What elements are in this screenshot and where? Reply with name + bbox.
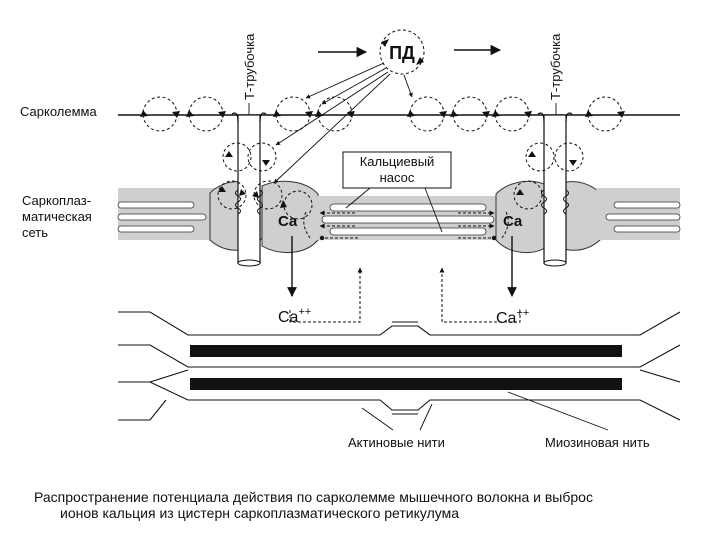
pump-dots [319, 235, 497, 241]
sr-label-3: сеть [22, 225, 48, 240]
sarcoplasmic-reticulum [117, 180, 681, 254]
pump-leader-1 [345, 187, 371, 209]
myosin-label: Миозиновая нить [545, 435, 650, 450]
sr-label-1: Саркоплаз- [22, 193, 91, 208]
calcium-pump-label-1: Кальциевый [360, 154, 435, 169]
caption-line-1: Распространение потенциала действия по с… [34, 489, 593, 505]
figure-caption: Распространение потенциала действия по с… [34, 489, 694, 521]
sr-label-2: матическая [22, 209, 92, 224]
t-tubule-label-right: Т-трубочка [548, 33, 563, 100]
ap-leader-lines [273, 62, 413, 184]
pump-leader-2 [424, 187, 443, 233]
action-potential-marker: ПД [379, 29, 425, 75]
actin-label: Актиновые нити [348, 435, 445, 450]
calcium-pump-box [342, 151, 452, 189]
ap-label: ПД [389, 43, 415, 63]
sarcolemma-label: Сарколемма [20, 104, 97, 119]
calcium-reuptake-arrows [289, 210, 521, 323]
ca-left-cisterna: Ca [278, 213, 298, 230]
myosin-filament-top [190, 345, 622, 357]
calcium-pump-label-2: насос [380, 170, 415, 185]
ca-ion-right: Ca++ [496, 307, 529, 327]
myosin-filament-bottom [190, 378, 622, 390]
t-tubule-right [537, 112, 573, 267]
filament-leaders [361, 391, 609, 431]
caption-line-2: ионов кальция из цистерн саркоплазматиче… [60, 505, 459, 521]
ca-ion-left: Ca++ [278, 306, 311, 326]
ca-right-cisterna: Ca [503, 213, 523, 230]
t-tubule-label-left: Т-трубочка [242, 33, 257, 100]
myofibril [118, 311, 681, 421]
